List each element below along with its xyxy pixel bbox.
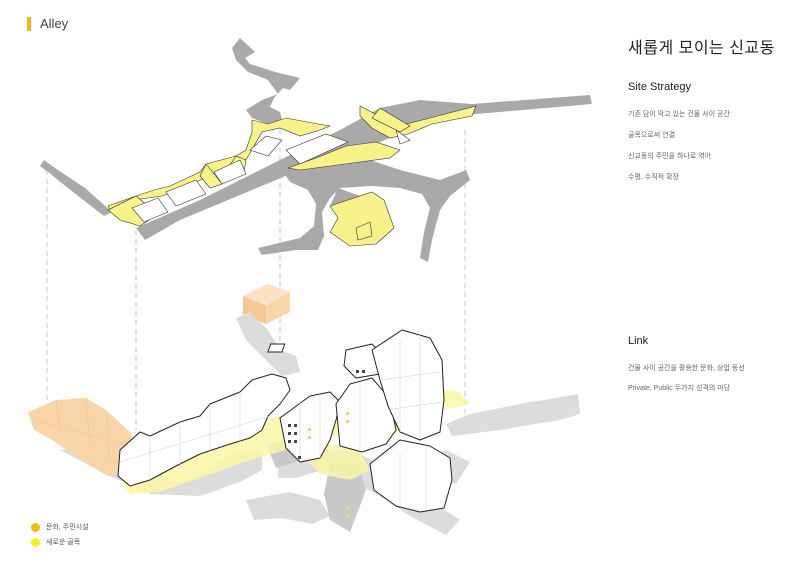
plan-building-blocks [131, 129, 411, 223]
link-heading: Link [628, 335, 649, 347]
strategy-item-1: 기존 담이 막고 있는 건물 사이 공간 [628, 111, 730, 118]
link-item-2: Private, Public 두가지 성격의 마당 [628, 385, 731, 392]
legend-item-facility: 문화, 주민시설 [31, 522, 89, 532]
legend-swatch-alley [31, 537, 40, 547]
axon-buildings [117, 329, 453, 513]
building-tall [371, 329, 445, 441]
strategy-item-2: 골목으로써 연결 [628, 132, 676, 139]
strategy-item-3: 신교동의 주민을 하나로 엮어 [628, 153, 712, 160]
plan-roads [40, 38, 592, 262]
section-tag-bar [27, 16, 31, 31]
section-tag-label: Alley [40, 16, 69, 31]
legend-swatch-facility [31, 522, 40, 532]
strategy-heading: Site Strategy [628, 81, 691, 93]
axon-details [267, 343, 365, 517]
page-title: 새롭게 모이는 신교동 [628, 40, 775, 57]
axon-interior-lines [119, 334, 443, 510]
axon-facility-block [28, 397, 140, 476]
strategy-item-4: 수평, 수직적 확장 [628, 174, 679, 181]
building-front [369, 439, 453, 513]
legend-label-facility: 문화, 주민시설 [46, 524, 89, 531]
section-tag: Alley [27, 16, 68, 31]
facility-cube [243, 284, 290, 324]
legend-item-alley: 새로운 골목 [31, 537, 80, 547]
link-item-1: 건물 사이 공간을 활용한 문화, 상업 동선 [628, 365, 745, 372]
legend-label-alley: 새로운 골목 [46, 539, 81, 546]
building-long-block [117, 373, 291, 487]
